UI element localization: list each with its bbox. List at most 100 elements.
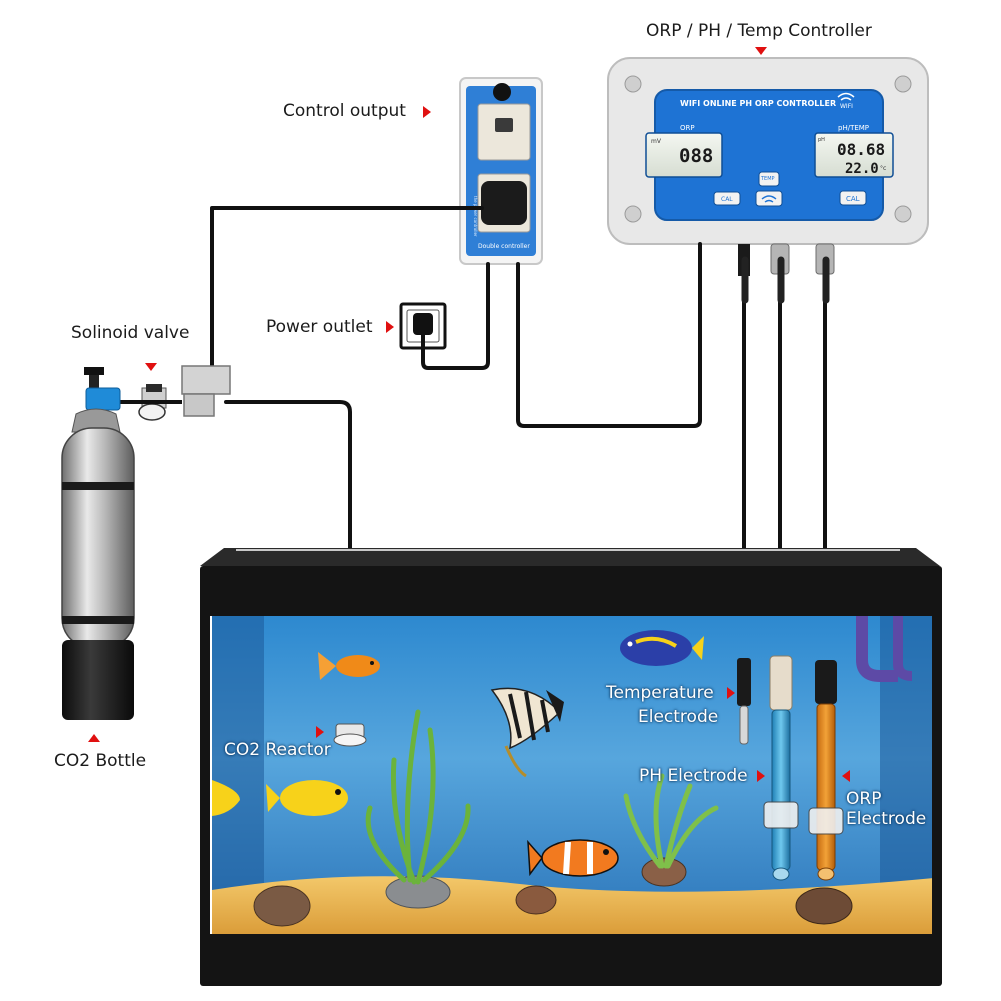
cal-right-button[interactable] bbox=[839, 190, 867, 206]
glass-left-edge bbox=[212, 612, 264, 938]
bottle-band bbox=[62, 482, 134, 490]
bottle-cylinder bbox=[61, 427, 135, 649]
temperature-electrode-label-line1: Temperature bbox=[606, 683, 714, 703]
bottle-stem bbox=[89, 375, 99, 395]
orp-probe-holder bbox=[808, 807, 844, 835]
power-controller-strip: Double controller the power controller bbox=[459, 77, 543, 265]
wifi-text: WIFI bbox=[840, 103, 853, 110]
ph-probe-body bbox=[771, 709, 791, 871]
pointer-arrow-icon bbox=[755, 47, 767, 55]
regulator-cap bbox=[146, 384, 162, 392]
co2-reactor-label: CO2 Reactor bbox=[224, 740, 331, 760]
pointer-arrow-icon bbox=[145, 363, 157, 371]
controller-power-cable bbox=[516, 242, 702, 428]
blue-tang bbox=[620, 630, 704, 666]
co2-bottle bbox=[61, 367, 135, 720]
orp-electrode bbox=[808, 660, 844, 881]
ph-display-label: pH/TEMP bbox=[838, 124, 869, 132]
rock bbox=[795, 887, 853, 925]
power-outlet bbox=[399, 302, 447, 350]
strip-footer-text: Double controller bbox=[478, 243, 530, 250]
outlet-plug bbox=[413, 313, 433, 335]
regulator-gauge bbox=[138, 403, 166, 421]
temp-button[interactable] bbox=[758, 171, 780, 187]
co2-bottle-label: CO2 Bottle bbox=[54, 751, 147, 771]
control-output-label: Control output bbox=[283, 101, 406, 121]
ph-value: 08.68 bbox=[837, 140, 885, 159]
tank-lid-top bbox=[200, 548, 940, 566]
temp-probe-tip bbox=[739, 705, 749, 745]
bottle-neck bbox=[71, 408, 121, 433]
orp-display-label: ORP bbox=[680, 124, 695, 132]
clownfish bbox=[527, 839, 619, 877]
angelfish bbox=[490, 687, 564, 778]
temperature-electrode bbox=[737, 658, 751, 745]
ph-unit: pH bbox=[818, 137, 825, 143]
rock bbox=[253, 885, 311, 927]
aquarium bbox=[200, 548, 942, 986]
temperature-electrode-label-line2: Electrode bbox=[638, 707, 719, 727]
orp-electrode-label-line1: ORP bbox=[846, 789, 882, 809]
ph-probe-holder bbox=[763, 801, 799, 829]
orp-electrode-label-line2: Electrode bbox=[846, 809, 927, 829]
cal-right-label: CAL bbox=[846, 195, 860, 203]
wifi-icon bbox=[761, 195, 777, 203]
valve-power-cable bbox=[210, 206, 484, 368]
ph-electrode bbox=[763, 655, 799, 881]
controller-unit: WIFI ONLINE PH ORP CONTROLLER WIFI ORP m… bbox=[607, 57, 929, 276]
rock bbox=[515, 885, 557, 915]
screw-icon bbox=[624, 205, 642, 223]
cables bbox=[210, 206, 827, 728]
ph-electrode-label: PH Electrode bbox=[639, 766, 748, 786]
solenoid-valve-label: Solinoid valve bbox=[71, 323, 190, 343]
ph-temp-display bbox=[814, 132, 894, 178]
bottle-base bbox=[62, 640, 134, 720]
orp-probe-body bbox=[816, 703, 836, 871]
yellow-tang-partial bbox=[212, 780, 240, 816]
ph-probe-cap bbox=[769, 655, 793, 711]
bottle-valve bbox=[85, 387, 121, 411]
orp-display bbox=[645, 132, 723, 178]
temp-value: 22.0 bbox=[845, 161, 879, 177]
pointer-arrow-icon bbox=[727, 687, 735, 699]
reactor-base bbox=[333, 733, 367, 747]
valve-coil bbox=[181, 365, 231, 395]
plant bbox=[365, 709, 471, 885]
bottle-band bbox=[62, 616, 134, 624]
wifi-icon bbox=[837, 92, 855, 101]
plugged-in-plug bbox=[481, 181, 527, 225]
pointer-arrow-icon bbox=[757, 770, 765, 782]
tank-bottom-frame bbox=[200, 934, 942, 986]
ph-probe-bulb bbox=[772, 867, 790, 881]
orp-probe-bulb bbox=[817, 867, 835, 881]
cable-strain-reliefs bbox=[741, 256, 830, 304]
pointer-arrow-icon bbox=[316, 726, 324, 738]
overflow-pipe bbox=[856, 612, 898, 682]
temp-unit: °c bbox=[880, 165, 886, 172]
socket-hole-icon bbox=[495, 118, 513, 132]
cal-left-label: CAL bbox=[721, 196, 733, 203]
screw-icon bbox=[894, 75, 912, 93]
co2-reactor bbox=[333, 723, 367, 747]
pointer-arrow-icon bbox=[842, 770, 850, 782]
yellow-tang bbox=[266, 780, 348, 816]
wifi-button[interactable] bbox=[755, 190, 783, 207]
controller-header: WIFI ONLINE PH ORP CONTROLLER bbox=[680, 99, 836, 108]
screw-icon bbox=[894, 205, 912, 223]
solenoid-valve bbox=[118, 365, 231, 421]
screw-icon bbox=[624, 75, 642, 93]
orp-unit: mV bbox=[651, 138, 662, 145]
cal-left-button[interactable] bbox=[713, 191, 741, 206]
temp-probe-body bbox=[737, 658, 751, 706]
rock bbox=[641, 857, 687, 887]
strip-side-text: the power controller bbox=[473, 196, 478, 237]
fuse-icon bbox=[493, 83, 511, 101]
orp-probe-cap bbox=[815, 660, 837, 704]
tank-top-frame bbox=[200, 566, 942, 616]
tank-right-frame bbox=[932, 612, 942, 938]
bottle-handwheel bbox=[84, 367, 104, 375]
pointer-arrow-icon bbox=[88, 734, 100, 742]
co2-tube-upper bbox=[224, 400, 352, 558]
outlet-cable bbox=[421, 262, 490, 370]
